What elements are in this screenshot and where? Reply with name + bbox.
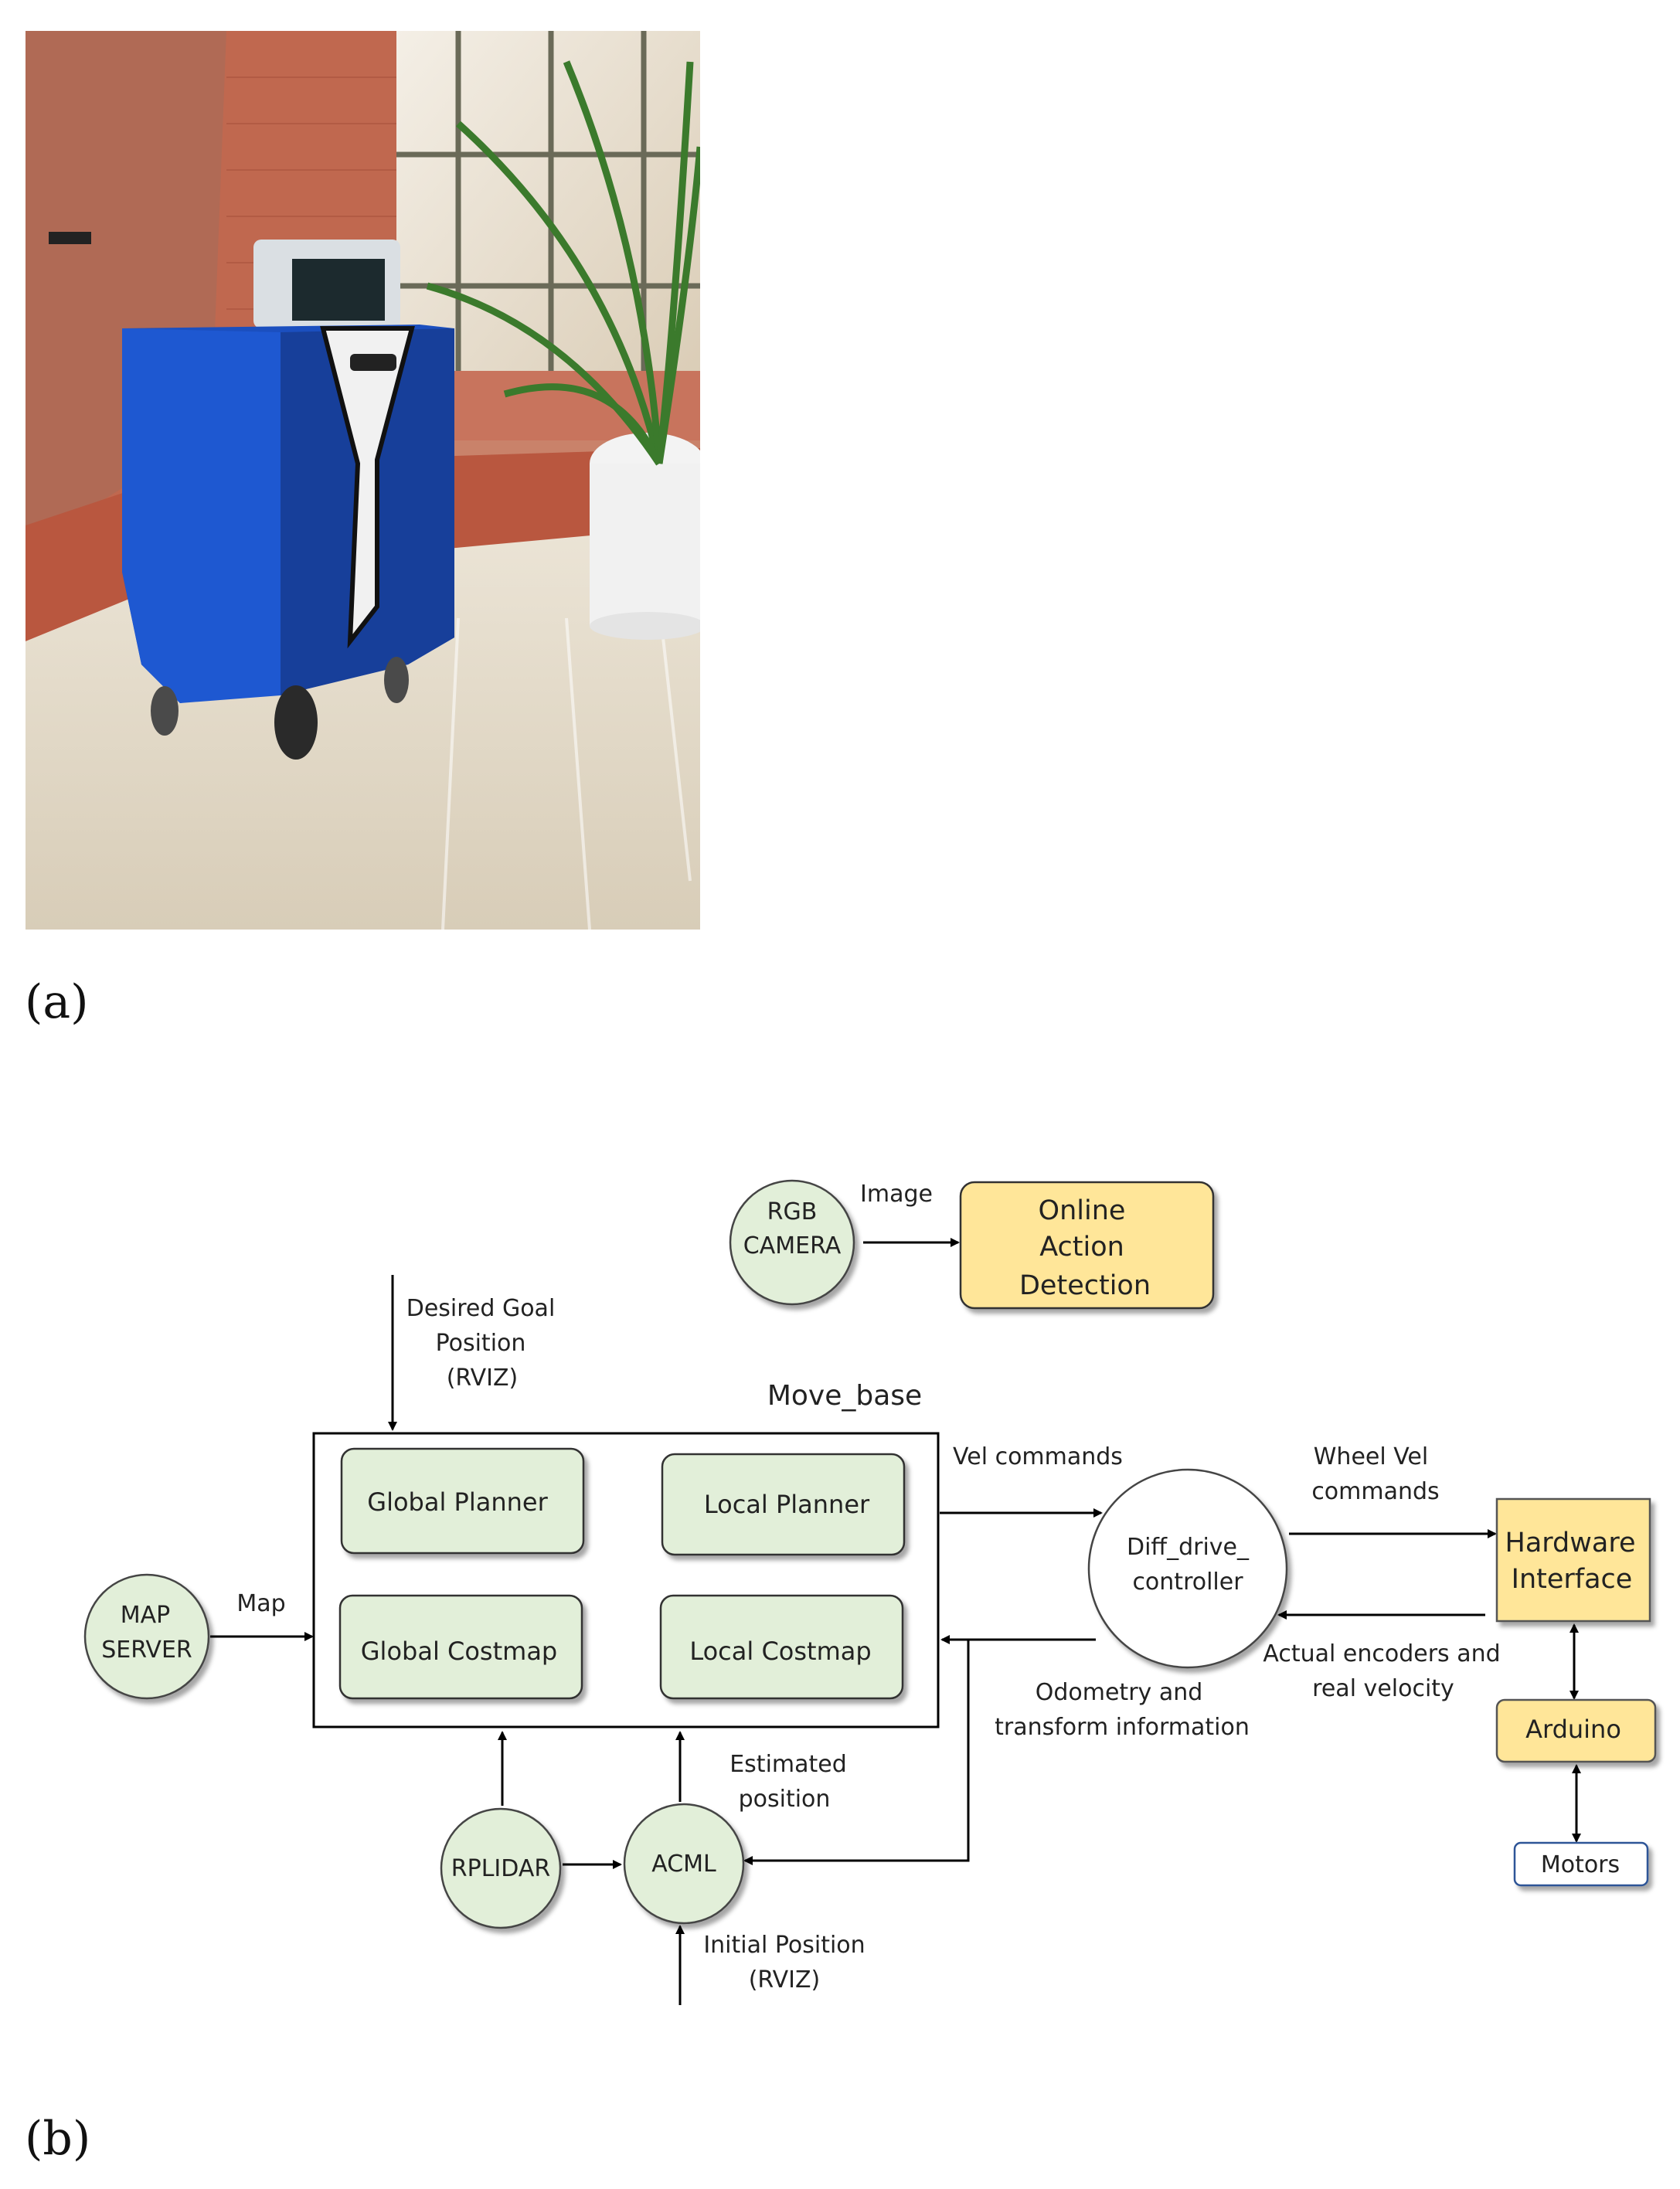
goal-label-line1: Desired Goal [406, 1295, 556, 1322]
diff-drive-node [1087, 1468, 1288, 1669]
hardware-interface-line1: Hardware [1505, 1528, 1636, 1558]
odometry-to-acml-arrow [743, 1640, 970, 1865]
arduino-label: Arduino [1525, 1715, 1621, 1744]
wheel-vel-line1: Wheel Vel [1314, 1443, 1428, 1470]
palm-leaves [426, 60, 700, 466]
acml-node [623, 1803, 745, 1925]
hardware-interface-line2: Interface [1512, 1564, 1633, 1595]
global-planner-box [340, 1447, 585, 1555]
vel-commands-label: Vel commands [953, 1443, 1123, 1470]
motors-box [1513, 1841, 1649, 1887]
map-label: Map [236, 1590, 285, 1617]
map-server-node [83, 1573, 210, 1700]
robot-vest-stripe [320, 326, 415, 649]
local-costmap-box [659, 1594, 904, 1700]
acml-label: ACML [651, 1851, 716, 1878]
action-detection-box [959, 1181, 1215, 1310]
robot-wheel-left [274, 685, 318, 760]
odometry-line1: Odometry and [1036, 1679, 1203, 1706]
action-detection-line3: Detection [1019, 1270, 1151, 1301]
move-base-box [312, 1432, 940, 1728]
local-costmap-label: Local Costmap [689, 1637, 871, 1666]
rgb-camera-node [729, 1179, 855, 1306]
panel-label-a: (a) [25, 975, 89, 1029]
move-base-title: Move_base [767, 1380, 922, 1412]
estimated-line2: position [739, 1786, 831, 1813]
architecture-diagram: RGB CAMERA Image Online Action Detection… [83, 1179, 1657, 2005]
robot-photo [26, 31, 700, 930]
diff-drive-line1: Diff_drive_ [1127, 1534, 1250, 1561]
global-costmap-label: Global Costmap [361, 1637, 557, 1666]
goal-label-line2: Position [436, 1330, 526, 1357]
motors-label: Motors [1541, 1851, 1620, 1878]
rplidar-node [440, 1807, 562, 1929]
encoders-line2: real velocity [1312, 1675, 1454, 1702]
arduino-box [1495, 1698, 1657, 1763]
goal-label-line3: (RVIZ) [447, 1365, 519, 1392]
wheel-vel-line2: commands [1311, 1478, 1439, 1505]
diff-drive-line2: controller [1132, 1569, 1243, 1596]
action-detection-line2: Action [1039, 1232, 1124, 1263]
global-costmap-box [338, 1594, 583, 1700]
rgb-camera-label-line1: RGB [767, 1198, 818, 1225]
panel-label-b: (b) [25, 2112, 91, 2166]
map-server-line2: SERVER [101, 1637, 192, 1664]
initial-line1: Initial Position [703, 1932, 865, 1959]
global-planner-label: Global Planner [367, 1487, 548, 1517]
action-detection-line1: Online [1039, 1195, 1126, 1226]
initial-line2: (RVIZ) [749, 1966, 821, 1994]
door-handle [49, 232, 91, 244]
map-server-line1: MAP [121, 1602, 171, 1629]
image-label: Image [860, 1181, 933, 1208]
encoders-line1: Actual encoders and [1263, 1640, 1500, 1667]
hardware-interface-box [1495, 1497, 1651, 1623]
robot-camera [350, 354, 396, 371]
robot-screen [292, 259, 385, 321]
estimated-line1: Estimated [729, 1751, 847, 1778]
rplidar-label: RPLIDAR [451, 1855, 550, 1882]
rgb-camera-label-line2: CAMERA [743, 1232, 842, 1259]
local-planner-label: Local Planner [704, 1490, 870, 1519]
odometry-line2: transform information [995, 1714, 1250, 1741]
local-planner-box [661, 1453, 906, 1556]
